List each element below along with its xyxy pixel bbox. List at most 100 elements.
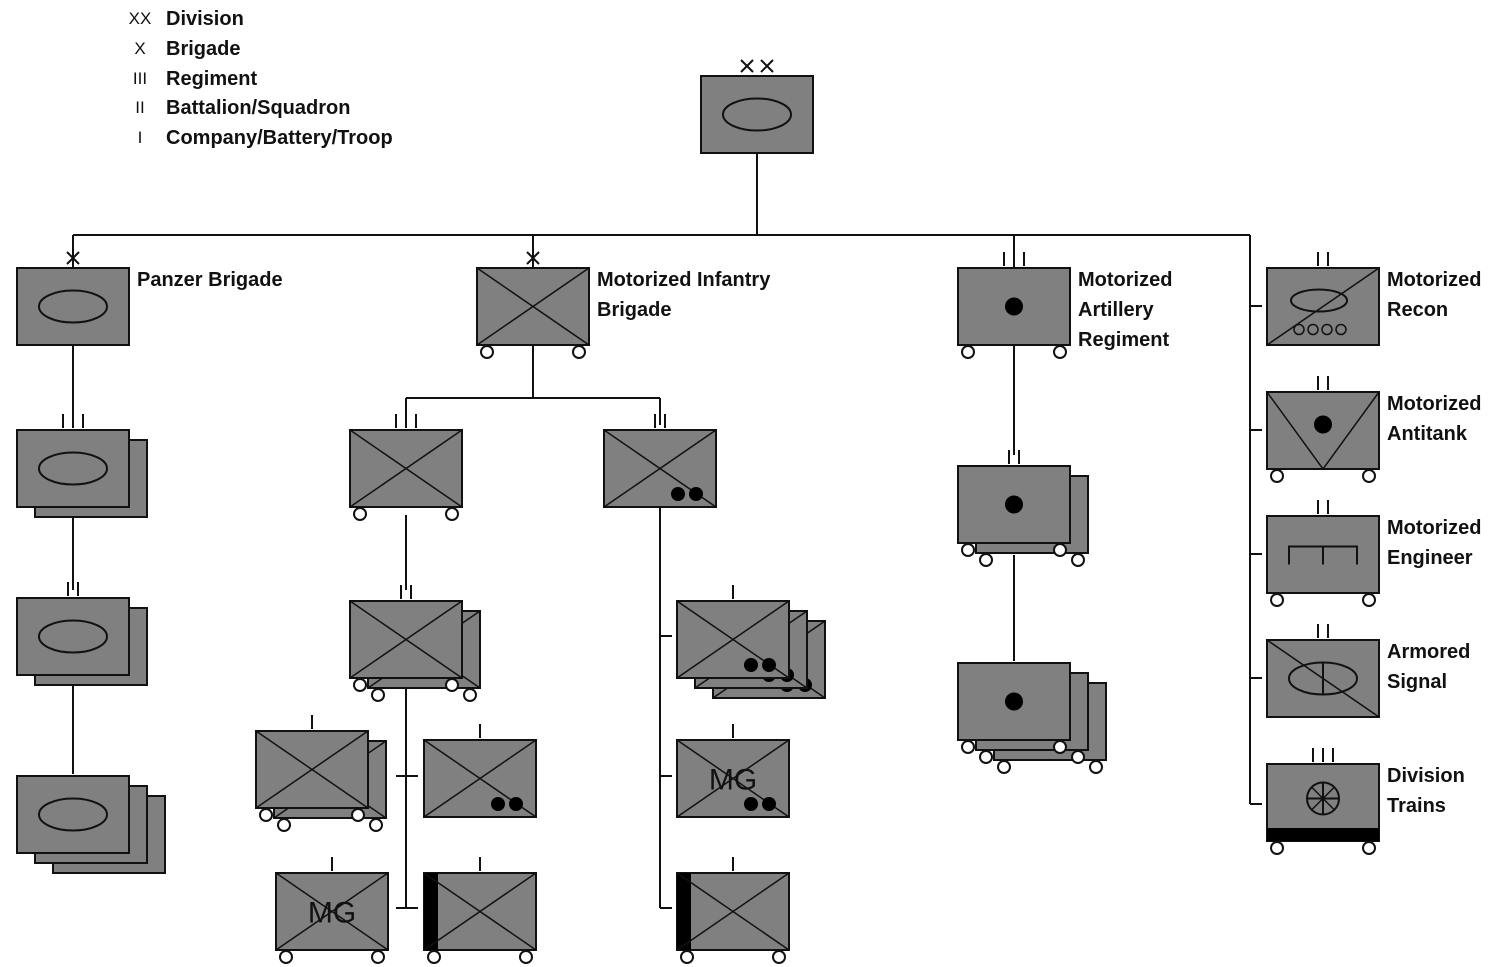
unit-panzer-regiment[interactable] [16, 414, 148, 518]
motorized-wheel-icon [351, 808, 365, 822]
unit-label: Artillery [1078, 299, 1154, 321]
motorized-wheel-icon [1362, 841, 1376, 855]
unit-label: Armored [1387, 641, 1470, 663]
motorized-wheel-icon [680, 950, 694, 964]
unit-panzer-company[interactable] [16, 760, 166, 874]
motorized-wheel-icon [519, 950, 533, 964]
unit-mc-rifle-company[interactable] [676, 585, 826, 699]
legend-label: Brigade [166, 38, 240, 60]
unit-division[interactable] [700, 59, 814, 154]
motorized-wheel-icon [277, 818, 291, 832]
unit-label: Motorized [1387, 517, 1481, 539]
antitank-chevron-icon [1266, 391, 1380, 471]
legend-label: Battalion/Squadron [166, 97, 350, 119]
unit-label: Antitank [1387, 423, 1468, 445]
motorized-wheel-icon [961, 543, 975, 557]
motorized-wheel-icon [1071, 553, 1085, 567]
motorized-wheel-icon [353, 507, 367, 521]
motorized-wheel-icon [997, 760, 1011, 774]
motorized-wheel-icon [259, 808, 273, 822]
motorized-wheel-icon [1053, 345, 1067, 359]
unit-mc-company[interactable] [423, 724, 537, 818]
unit-mc-mg-company[interactable]: MG [676, 724, 790, 818]
motorized-wheel-icon [572, 345, 586, 359]
motorized-wheel-icon [445, 507, 459, 521]
unit-mc-heavy-company[interactable] [676, 857, 790, 964]
motorized-wheel-icon [961, 740, 975, 754]
armor-oval-icon [38, 451, 108, 486]
unit-label: Division [1387, 765, 1465, 787]
armor-oval-icon [1290, 288, 1348, 313]
armor-oval-icon [38, 619, 108, 654]
motorized-wheel-icon [1270, 841, 1284, 855]
motorized-wheel-icon [279, 950, 293, 964]
legend-symbol: I [138, 128, 143, 147]
motorized-wheel-icon [1071, 750, 1085, 764]
unit-label: Engineer [1387, 547, 1473, 569]
unit-rifle-regiment[interactable] [349, 414, 463, 521]
unit-mg-company[interactable]: MG [275, 857, 389, 964]
motorized-wheel-icon [427, 950, 441, 964]
motorized-wheel-icon [961, 345, 975, 359]
motorized-wheel-icon [979, 750, 993, 764]
legend-label: Division [166, 8, 244, 30]
motorized-wheel-icon [445, 678, 459, 692]
motorized-wheel-icon [463, 688, 477, 702]
artillery-dot-icon [1005, 692, 1023, 711]
legend-label: Regiment [166, 68, 257, 90]
unit-label: Motorized [1078, 269, 1172, 291]
motorized-wheel-icon [1270, 469, 1284, 483]
unit-heavy-company[interactable] [423, 857, 537, 964]
unit-label: Trains [1387, 795, 1446, 817]
legend-symbol: II [135, 98, 144, 117]
unit-artillery-battery[interactable] [957, 647, 1107, 774]
armor-oval-icon [38, 289, 108, 324]
unit-rifle-company[interactable] [255, 715, 387, 832]
armor-oval-icon [722, 97, 792, 132]
unit-text: MG [308, 897, 356, 930]
motorized-wheel-icon [1053, 543, 1067, 557]
motorized-wheel-icon [371, 950, 385, 964]
unit-rifle-battalion[interactable] [349, 585, 481, 702]
motorized-wheel-icon [1362, 593, 1376, 607]
unit-label: Motorized [1387, 393, 1481, 415]
motorized-wheel-icon [353, 678, 367, 692]
unit-label: Recon [1387, 299, 1448, 321]
unit-label: Panzer Brigade [137, 269, 283, 291]
unit-label: Brigade [597, 299, 671, 321]
legend-label: Company/Battery/Troop [166, 127, 393, 149]
motorized-wheel-icon [1053, 740, 1067, 754]
motorized-wheel-icon [1089, 760, 1103, 774]
unit-label: Motorized [1387, 269, 1481, 291]
armor-oval-icon [38, 797, 108, 832]
unit-panzer-brigade[interactable]: Panzer Brigade [16, 251, 283, 346]
unit-label: Signal [1387, 671, 1447, 693]
unit-panzer-battalion[interactable] [16, 582, 148, 686]
unit-text: MG [709, 764, 757, 797]
unit-artillery-battalion[interactable] [957, 450, 1089, 567]
motorized-wheel-icon [979, 553, 993, 567]
unit-motorcycle-battalion[interactable] [603, 414, 717, 508]
artillery-dot-icon [1005, 297, 1023, 316]
motorized-wheel-icon [1362, 469, 1376, 483]
motorized-wheel-icon [772, 950, 786, 964]
connector-lines [72, 153, 1262, 909]
motorized-wheel-icon [371, 688, 385, 702]
legend-symbol: X [134, 39, 145, 58]
unit-label: Regiment [1078, 329, 1169, 351]
legend-symbol: XX [129, 9, 152, 28]
legend-symbol: III [133, 69, 147, 88]
motorized-wheel-icon [369, 818, 383, 832]
motorized-wheel-icon [1270, 593, 1284, 607]
artillery-dot-icon [1005, 495, 1023, 514]
